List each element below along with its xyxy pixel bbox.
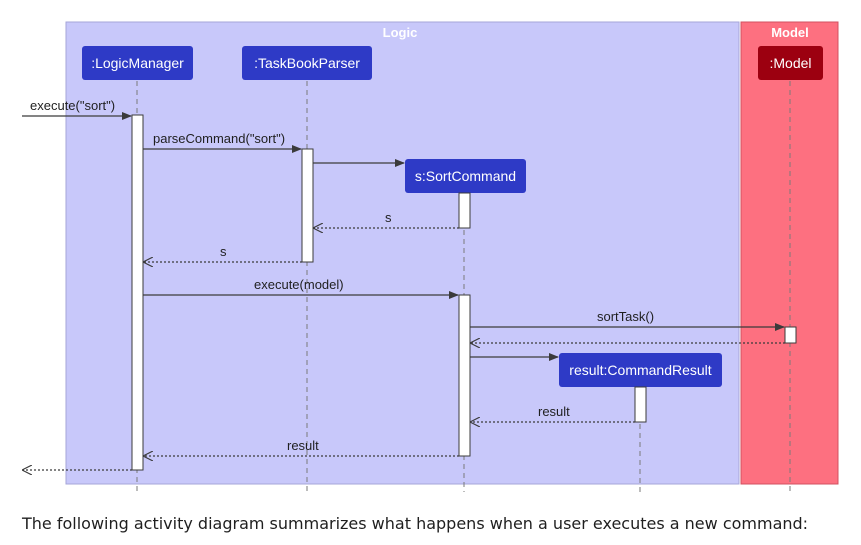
message-parse-command-label: parseCommand("sort") xyxy=(153,131,285,146)
participant-command-result-label: result:CommandResult xyxy=(569,362,711,378)
sequence-diagram: Logic Model :LogicManager :TaskBookParse… xyxy=(22,21,839,492)
message-return-result-2-label: result xyxy=(287,438,319,453)
activation-logic-manager xyxy=(131,114,144,471)
activation-sort-command-1 xyxy=(458,192,471,229)
activation-sort-command-2 xyxy=(458,294,471,457)
participant-logic-manager xyxy=(82,46,193,80)
model-box-label: Model xyxy=(771,25,809,40)
message-execute-model-label: execute(model) xyxy=(254,277,344,292)
message-sort-task-label: sortTask() xyxy=(597,309,654,324)
participant-model-label: :Model xyxy=(769,55,811,71)
participant-model xyxy=(758,46,823,80)
message-return-s-1-label: s xyxy=(385,210,392,225)
message-return-s-2-label: s xyxy=(220,244,227,259)
activation-model xyxy=(784,326,797,344)
message-return-result-1-label: result xyxy=(538,404,570,419)
activation-parser xyxy=(301,148,314,263)
participant-sort-command-label: s:SortCommand xyxy=(415,168,516,184)
participant-command-result xyxy=(559,353,722,387)
message-execute-sort-label: execute("sort") xyxy=(30,98,115,113)
logic-box-label: Logic xyxy=(383,25,418,40)
participant-parser xyxy=(242,46,372,80)
activation-command-result xyxy=(634,386,647,423)
participant-sort-command xyxy=(405,159,526,193)
participant-logic-manager-label: :LogicManager xyxy=(91,55,184,71)
logic-box xyxy=(65,21,740,485)
caption-text: The following activity diagram summarize… xyxy=(22,514,809,533)
participant-parser-label: :TaskBookParser xyxy=(254,55,360,71)
